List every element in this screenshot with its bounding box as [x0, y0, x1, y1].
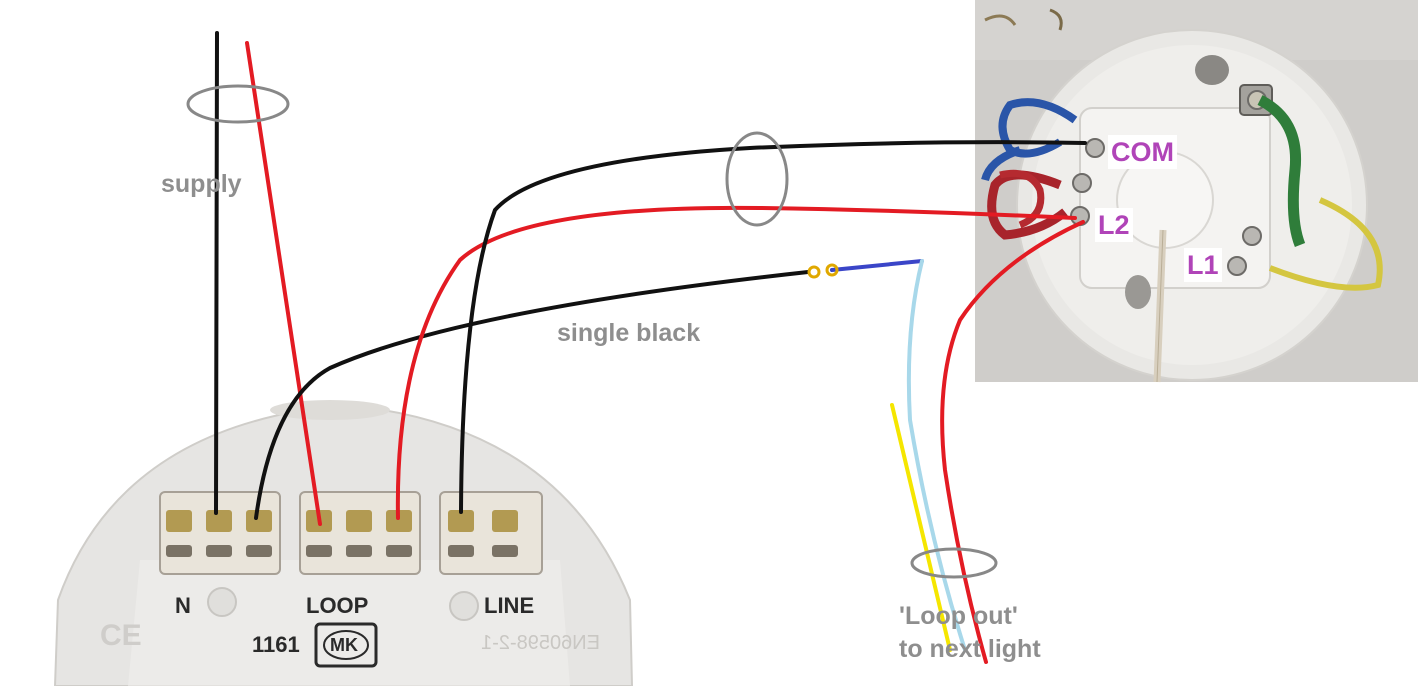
supply-red-wire	[245, 41, 322, 526]
switch-black-wire	[459, 140, 1087, 514]
supply-black-wire	[214, 31, 219, 515]
wire-connector-icon	[807, 263, 839, 279]
supply-label: supply	[161, 170, 242, 198]
single-black-wire	[254, 270, 810, 520]
terminal-block-line	[439, 491, 543, 575]
mk-logo-box	[314, 622, 378, 668]
loop-out-label-line1: 'Loop out'	[899, 602, 1018, 630]
terminal-label-l1: L1	[1184, 248, 1222, 282]
ceiling-rose-photo	[975, 0, 1418, 383]
loop-out-ring-icon	[910, 547, 998, 579]
svg-text:CE: CE	[100, 619, 142, 652]
plate-model-number: 1161	[252, 632, 300, 657]
supply-ring-icon	[186, 84, 290, 124]
plate-label-n: N	[175, 593, 191, 618]
plate-label-loop: LOOP	[306, 593, 369, 618]
plate-label-line: LINE	[484, 593, 535, 618]
switch-red-wire	[395, 205, 1077, 520]
blue-wire	[830, 259, 924, 272]
terminal-label-l2: L2	[1095, 208, 1133, 242]
terminal-block-n	[159, 491, 281, 575]
loop-out-label-line2: to next light	[899, 635, 1041, 663]
terminal-label-com: COM	[1108, 135, 1177, 169]
yellow-loop-wire	[890, 403, 952, 652]
switch-cable-ring-icon	[725, 131, 789, 227]
single-black-label: single black	[557, 319, 701, 347]
switch-plate-photo: CE	[53, 400, 634, 686]
light-blue-loop-wire	[906, 259, 967, 652]
plate-brand-mk: MK	[330, 635, 358, 655]
plate-standard-text: EN60598-2-1	[481, 632, 600, 654]
cable-rings	[186, 84, 998, 579]
wires	[214, 31, 1087, 664]
